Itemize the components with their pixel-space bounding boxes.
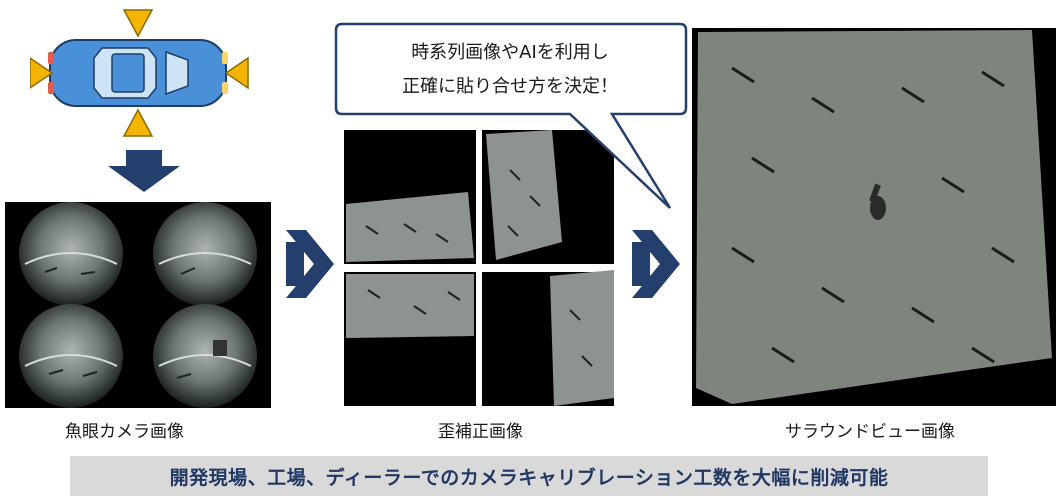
fisheye-caption: 魚眼カメラ画像	[65, 422, 184, 442]
person-top-view	[869, 183, 886, 220]
distortion-corrected-caption: 歪補正画像	[438, 422, 523, 442]
callout-bubble	[334, 22, 688, 209]
arrow-right-icon	[286, 230, 334, 298]
camera-marker-right	[224, 56, 249, 90]
car-top-view-icon	[30, 9, 249, 137]
callout-text: 時系列画像やAIを利用し 正確に貼り合せ方を決定！	[350, 36, 670, 104]
fisheye-image-front	[19, 202, 123, 306]
corrected-tile-left	[346, 274, 474, 338]
arrow-right-icon	[632, 230, 680, 298]
corrected-tile-rear	[486, 130, 562, 260]
summary-banner-text: 開発現場、工場、ディーラーでのカメラキャリブレーション工数を大幅に削減可能	[169, 466, 889, 489]
corrected-tile-right	[550, 270, 614, 406]
camera-marker-left	[30, 57, 54, 89]
fisheye-image-right	[153, 304, 257, 408]
distortion-corrected-image-panel	[344, 130, 614, 406]
arrow-down-icon	[108, 150, 180, 192]
camera-marker-top	[122, 9, 154, 38]
callout-line-2: 正確に貼り合せ方を決定！	[402, 76, 618, 97]
surround-view-image-panel	[692, 28, 1056, 406]
summary-banner: 開発現場、工場、ディーラーでのカメラキャリブレーション工数を大幅に削減可能	[70, 456, 988, 496]
surround-view-caption: サラウンドビュー画像	[785, 422, 955, 442]
fisheye-image-left	[19, 304, 123, 408]
fisheye-image-panel	[5, 202, 271, 408]
camera-marker-bottom	[122, 108, 154, 137]
callout-line-1: 時系列画像やAIを利用し	[411, 42, 609, 63]
fisheye-image-rear	[153, 202, 257, 306]
